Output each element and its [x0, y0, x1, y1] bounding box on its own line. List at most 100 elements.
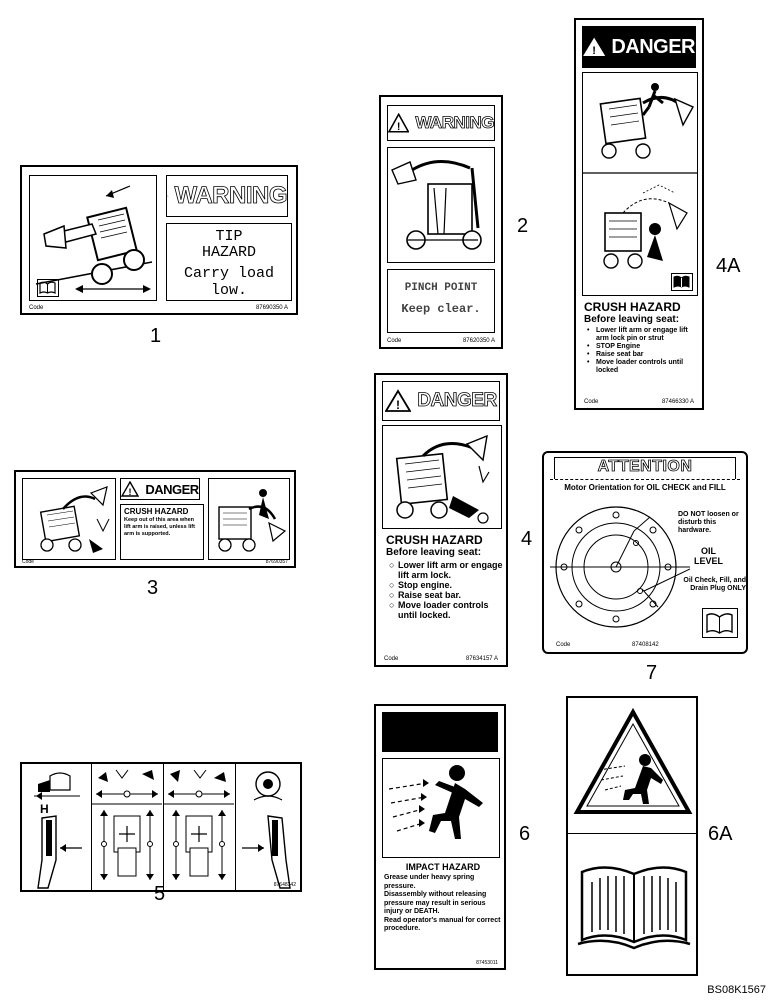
- decal-6-message: Grease under heavy spring pressure. Disa…: [384, 874, 501, 932]
- read-manual-book-icon: [577, 866, 691, 950]
- motor-orientation-diagram: [550, 506, 690, 628]
- decal-4a-code-right: 87466330 A: [661, 399, 694, 405]
- list-item: Move loader controls until locked.: [389, 600, 504, 620]
- decal-4-crush-hazard: ! DANGER CRUSH HAZARD Before leaving sea…: [374, 373, 508, 667]
- joystick-right-icon: [242, 815, 291, 889]
- decal-5-panel-1: H: [22, 764, 92, 890]
- decal-4-code-right: 87634157 A: [465, 656, 498, 662]
- decal-1-code-right: 87690350 A: [255, 305, 288, 311]
- decal-5-letter: H: [40, 802, 49, 816]
- manual-book-icon: [671, 273, 693, 291]
- callout-1: 1: [150, 325, 162, 347]
- decal-1-warning-header: ! WARNING: [166, 175, 288, 217]
- loader-crush-illustration: [395, 434, 490, 524]
- warning-triangle-icon: !: [121, 481, 140, 497]
- decal-4-danger-header: ! DANGER: [382, 381, 500, 421]
- warning-triangle-icon: !: [385, 389, 412, 412]
- decal-1-header-word: WARNING: [174, 182, 288, 210]
- joystick-left-icon: [37, 815, 82, 889]
- manual-book-icon: [702, 608, 738, 638]
- decal-6-impact-hazard: IMPACT HAZARD Grease under heavy spring …: [374, 704, 506, 970]
- warning-triangle-icon: !: [583, 37, 606, 57]
- decal-7-level-label: LEVEL: [694, 556, 724, 566]
- decal-7-subtitle: Motor Orientation for OIL CHECK and FILL: [564, 483, 726, 492]
- decal-2-warning-header: ! WARNING: [387, 105, 495, 141]
- decal-6-title: IMPACT HAZARD: [405, 862, 481, 872]
- list-item: Raise seat bar: [587, 351, 698, 359]
- decal-4-illustration-panel: [382, 425, 502, 529]
- decal-3-message-panel: CRUSH HAZARD Keep out of this area when …: [120, 504, 204, 560]
- list-item: STOP Engine: [587, 343, 698, 351]
- decal-4a-subtitle: Before leaving seat:: [584, 314, 680, 325]
- decal-1-message-panel: TIP HAZARD Carry load low.: [166, 223, 292, 301]
- decal-1-title: TIP HAZARD: [201, 228, 256, 261]
- decal-7-header-word: ATTENTION: [597, 458, 693, 476]
- decal-3-left-illustration: [22, 478, 116, 560]
- decal-2-message-2: Keep clear.: [401, 302, 481, 316]
- decal-5-code: 87648342: [273, 882, 296, 888]
- decal-5-control-pattern: H: [20, 762, 302, 892]
- decal-2-header-word: WARNING: [415, 113, 495, 133]
- decal-6a-lower-panel: [568, 834, 696, 974]
- decal-1-bottom-arrow-row: [29, 277, 157, 301]
- decal-5-panel-2: [92, 764, 164, 890]
- callout-6: 6: [519, 823, 531, 845]
- decal-7-note-plug: Oil Check, Fill, and Drain Plug ONLY: [683, 577, 746, 592]
- decal-7-header-box: ATTENTION: [554, 457, 736, 479]
- impact-hazard-warning-triangle: [573, 708, 693, 814]
- crush-hazard-illustrations: [583, 83, 697, 269]
- figure-id: BS08K1567: [707, 984, 766, 996]
- decal-1-tip-hazard: ! WARNING TIP HAZARD Carry load low. Cod…: [20, 165, 298, 315]
- decal-6-black-header: [382, 712, 498, 752]
- decal-2-code-left: Code: [387, 338, 402, 344]
- loader-side-icon: [34, 772, 80, 800]
- decal-3-header-word: DANGER: [145, 481, 199, 497]
- callout-5: 5: [154, 883, 166, 905]
- decal-4-code-left: Code: [384, 656, 399, 662]
- loader-arm-pinch-illustration: [391, 160, 482, 250]
- skid-steer-tipping-illustration: [35, 185, 153, 285]
- decal-1-illustration-panel: [29, 175, 157, 301]
- decal-4a-danger-header: ! DANGER: [582, 26, 696, 68]
- decal-6-illustration-panel: [382, 758, 500, 858]
- svg-text:!: !: [397, 121, 401, 133]
- double-arrow-icon: [75, 285, 151, 293]
- list-item: Lower lift arm or engage lift arm lock p…: [587, 327, 698, 343]
- callout-4a: 4A: [716, 255, 741, 277]
- warning-triangle-icon: !: [167, 195, 169, 197]
- decal-7-oil-label: OIL: [701, 546, 716, 556]
- decal-4a-code-left: Code: [584, 399, 599, 405]
- decal-6a-pictograph: [566, 696, 698, 976]
- loader-crush-illustration: [218, 489, 287, 552]
- decal-4a-list: Lower lift arm or engage lift arm lock p…: [584, 327, 698, 375]
- decal-2-message-panel: PINCH POINT Keep clear.: [387, 269, 495, 333]
- decal-4a-title: CRUSH HAZARD: [584, 300, 681, 314]
- decal-1-message: Carry load low.: [183, 265, 274, 299]
- decal-3-right-illustration: [208, 478, 290, 560]
- decal-7-code-right: 87408142: [632, 642, 659, 648]
- list-item: Raise seat bar.: [389, 590, 504, 600]
- impact-hazard-person-icon: [388, 765, 483, 839]
- callout-6a: 6A: [708, 823, 733, 845]
- decal-2-illustration-panel: [387, 147, 495, 263]
- decal-4a-header-word: DANGER: [611, 35, 695, 58]
- callout-2: 2: [517, 215, 529, 237]
- svg-text:!: !: [129, 487, 132, 497]
- decal-3-title: CRUSH HAZARD: [124, 507, 189, 516]
- decal-4a-crush-hazard: ! DANGER CRUSH HAZARD B: [574, 18, 704, 410]
- decal-7-note-hardware: DO NOT loosen or disturb this hardware.: [678, 511, 739, 534]
- decal-3-crush-hazard: ! DANGER CRUSH HAZARD Keep out of this a…: [14, 470, 296, 568]
- decal-5-panel-4: [236, 764, 300, 890]
- wheel-icon: [253, 771, 283, 801]
- manual-book-icon: [37, 279, 59, 297]
- decal-1-code-left: Code: [29, 305, 44, 311]
- decal-4-title: CRUSH HAZARD: [386, 533, 483, 547]
- list-item: Stop engine.: [389, 580, 504, 590]
- decal-5-panel-3: [164, 764, 236, 890]
- callout-3: 3: [147, 577, 159, 599]
- decal-3-danger-header: ! DANGER: [120, 478, 200, 500]
- decal-2-message-1: PINCH POINT: [404, 282, 478, 294]
- decal-7-dashed-line: [550, 479, 740, 480]
- decal-6-code: 87453011: [476, 960, 498, 966]
- lift-tilt-pattern-left: [92, 769, 162, 880]
